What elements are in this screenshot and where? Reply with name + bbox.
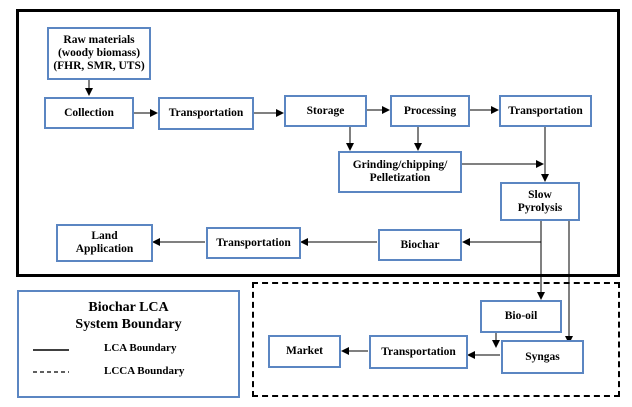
node-storage-label: Storage	[306, 104, 345, 117]
node-biochar: Biochar	[378, 229, 462, 261]
node-processing-label: Processing	[403, 104, 457, 117]
node-bio-oil-label: Bio-oil	[504, 310, 538, 322]
solid-line-sample	[33, 349, 69, 351]
node-land-application: Land Application	[56, 224, 153, 262]
node-transportation-3-label: Transportation	[216, 236, 291, 249]
node-transportation-4: Transportation	[369, 335, 468, 369]
legend-lcca-label: LCCA Boundary	[104, 365, 185, 377]
node-market: Market	[268, 335, 341, 368]
node-processing: Processing	[390, 95, 470, 127]
dashed-line-sample	[33, 371, 69, 373]
legend-box: Biochar LCA System Boundary LCA Boundary…	[17, 290, 240, 398]
node-transportation-3: Transportation	[206, 227, 301, 259]
node-storage: Storage	[284, 95, 367, 127]
node-raw-materials: Raw materials (woody biomass) (FHR, SMR,…	[47, 27, 151, 80]
node-collection-label: Collection	[64, 106, 114, 119]
node-syngas: Syngas	[501, 340, 584, 374]
node-slow-pyrolysis: Slow Pyrolysis	[500, 182, 580, 221]
node-transportation-1: Transportation	[158, 97, 254, 130]
node-slow-pyrolysis-label: Slow Pyrolysis	[517, 188, 563, 214]
node-transportation-4-label: Transportation	[381, 345, 456, 358]
legend-title: Biochar LCA System Boundary	[75, 300, 182, 332]
node-bio-oil: Bio-oil	[480, 300, 562, 333]
node-transportation-2: Transportation	[499, 95, 592, 127]
node-transportation-2-label: Transportation	[508, 104, 583, 117]
node-biochar-label: Biochar	[400, 238, 440, 251]
node-syngas-label: Syngas	[525, 350, 560, 363]
legend-lca-label: LCA Boundary	[104, 342, 177, 354]
node-collection: Collection	[44, 97, 134, 129]
lca-boundary-frame	[16, 9, 620, 277]
node-raw-materials-label: Raw materials (woody biomass) (FHR, SMR,…	[53, 34, 145, 72]
node-grinding: Grinding/chipping/ Pelletization	[338, 151, 462, 193]
node-land-application-label: Land Application	[75, 230, 134, 255]
node-market-label: Market	[285, 345, 324, 357]
node-transportation-1-label: Transportation	[168, 107, 244, 119]
node-grinding-label: Grinding/chipping/ Pelletization	[352, 159, 448, 184]
lcca-boundary-frame	[252, 282, 620, 397]
